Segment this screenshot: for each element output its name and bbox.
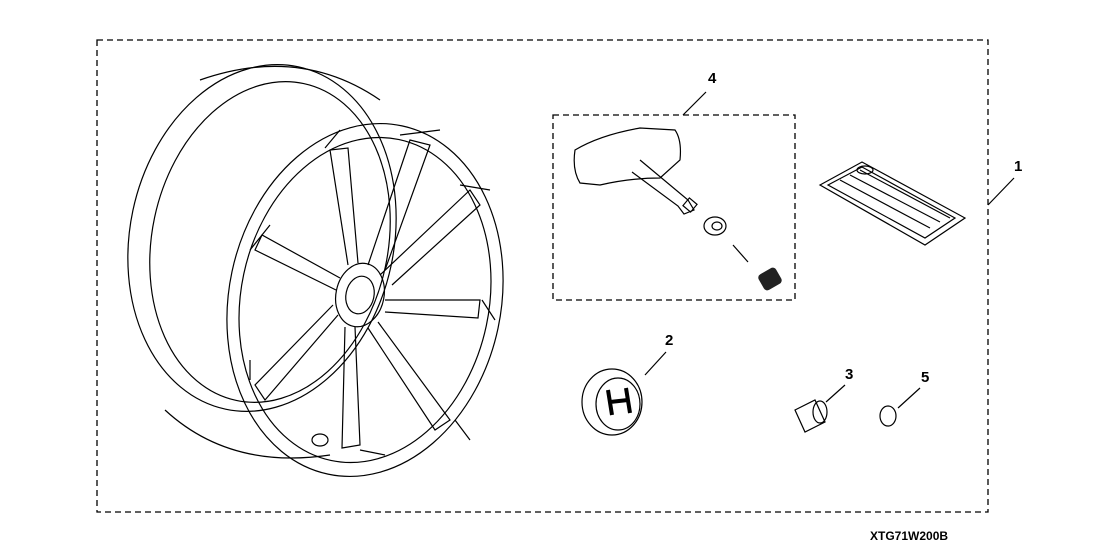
wheel-illustration — [127, 64, 504, 477]
lug-nut-illustration — [794, 399, 828, 433]
label-plate-illustration — [818, 161, 967, 246]
tpms-set-boundary — [552, 114, 796, 301]
callout-3: 3 — [845, 366, 854, 383]
tpms-sensor-illustration — [573, 127, 698, 215]
callout-5: 5 — [921, 369, 930, 386]
grommet-illustration — [703, 216, 727, 236]
callout-2: 2 — [665, 332, 674, 349]
washer-illustration — [879, 405, 897, 427]
kit-boundary — [96, 39, 989, 513]
part-code: XTG71W200B — [870, 529, 949, 543]
center-cap-illustration — [581, 368, 643, 436]
valve-cap-illustration — [758, 267, 782, 291]
callout-4: 4 — [708, 70, 717, 87]
leader-lines — [644, 91, 1015, 409]
valve-core-illustration — [732, 244, 749, 263]
callout-1: 1 — [1014, 158, 1023, 175]
